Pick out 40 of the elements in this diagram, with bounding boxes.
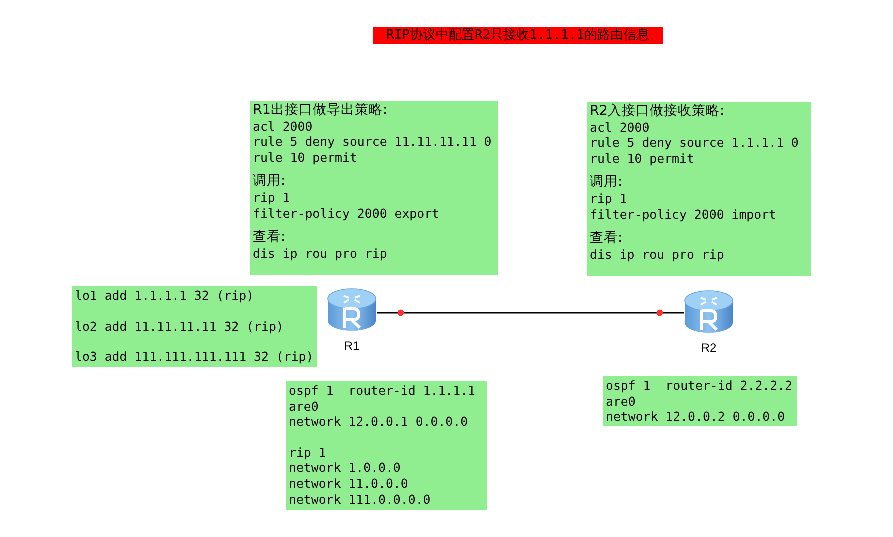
command-line: network 12.0.0.1 0.0.0.0 <box>289 414 470 430</box>
section-heading: 调用: <box>590 175 624 191</box>
command-line: lo3 add 111.111.111.111 32 (rip) <box>75 349 314 365</box>
router-label: R1 <box>344 339 360 353</box>
title: RIP协议中配置R2只接收1.1.1.1的路由信息 <box>373 27 663 44</box>
command-line: lo2 add 11.11.11.11 32 (rip) <box>75 318 285 334</box>
config-box <box>587 102 811 276</box>
command-line: dis ip rou pro rip <box>253 246 388 262</box>
config-box <box>250 101 498 275</box>
command-line: rule 10 permit <box>253 150 358 166</box>
command-line: dis ip rou pro rip <box>590 246 726 262</box>
command-line: network 11.0.0.0 <box>289 476 410 492</box>
command-line: rule 10 permit <box>590 150 696 166</box>
section-heading: R2入接口做接收策略: <box>590 104 726 120</box>
command-line: rip 1 <box>253 190 292 206</box>
config-box <box>72 286 317 367</box>
command-line: acl 2000 <box>590 120 651 136</box>
command-line: ospf 1 router-id 2.2.2.2 <box>606 378 794 394</box>
command-line: acl 2000 <box>253 118 314 134</box>
command-line: rule 5 deny source 11.11.11.11 0 <box>253 134 493 150</box>
command-line: network 1.0.0.0 <box>289 460 402 476</box>
section-heading: R1出接口做导出策略: <box>253 103 389 119</box>
command-line: network 12.0.0.2 0.0.0.0 <box>606 409 786 425</box>
command-line: are0 <box>606 394 637 410</box>
section-heading: 查看: <box>590 231 624 247</box>
command-line: rip 1 <box>590 190 628 207</box>
command-line: filter-policy 2000 export <box>253 206 440 222</box>
router-label: R2 <box>701 341 717 355</box>
command-line: ospf 1 router-id 1.1.1.1 <box>289 383 476 399</box>
link-line <box>377 310 684 316</box>
section-heading: 查看: <box>253 230 287 246</box>
command-line: lo1 add 1.1.1.1 32 (rip) <box>75 288 256 304</box>
command-line: network 111.0.0.0.0 <box>289 492 432 508</box>
config-box <box>603 376 797 426</box>
command-line: are0 <box>289 398 320 414</box>
config-box <box>286 381 487 510</box>
command-line: rip 1 <box>289 444 328 460</box>
section-heading: 调用: <box>253 174 287 190</box>
command-line: rule 5 deny source 1.1.1.1 0 <box>590 135 800 151</box>
command-line: filter-policy 2000 import <box>590 206 778 222</box>
